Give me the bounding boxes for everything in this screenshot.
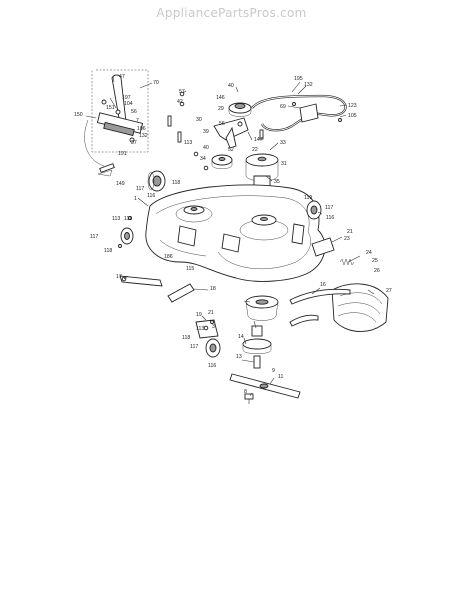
label-117a: 117 — [136, 186, 144, 192]
label-56b: 56 — [219, 121, 225, 127]
label-117b: 117 — [325, 205, 333, 211]
mower-deck-housing — [145, 184, 326, 282]
blade-bolt — [244, 393, 254, 404]
label-19: 19 — [196, 312, 202, 318]
label-1: 1 — [134, 196, 137, 202]
label-22: 22 — [252, 147, 258, 153]
label-118b: 118 — [104, 248, 112, 254]
label-118a: 118 — [172, 180, 180, 186]
gauge-wheel-left — [120, 227, 134, 245]
label-9: 9 — [272, 368, 275, 374]
idler-pulley-left — [147, 170, 166, 192]
part-labels: 70 47 197 151 104 56 150 7 106 132 37 19… — [74, 74, 392, 395]
label-195: 195 — [294, 76, 303, 82]
label-42: 42 — [177, 99, 183, 105]
label-13: 13 — [236, 354, 242, 360]
label-150: 150 — [74, 112, 83, 118]
label-47: 47 — [119, 74, 125, 80]
label-186: 186 — [164, 254, 173, 260]
label-21: 21 — [347, 229, 353, 235]
label-29: 29 — [218, 106, 224, 112]
label-7: 7 — [136, 118, 139, 124]
label-113a: 113 — [184, 140, 192, 146]
label-17: 17 — [116, 274, 122, 280]
label-104: 104 — [124, 101, 133, 107]
label-147: 147 — [254, 137, 263, 143]
label-27: 27 — [386, 288, 392, 294]
label-16: 16 — [320, 282, 326, 288]
label-113c: 113 — [196, 326, 204, 332]
label-116c: 116 — [208, 363, 216, 369]
label-3: 3 — [212, 324, 215, 330]
blade-spindle — [242, 325, 272, 369]
label-113b: 113 — [112, 216, 120, 222]
label-26: 26 — [374, 268, 380, 274]
stabilizer-bar-17 — [119, 275, 163, 287]
chute-rod — [289, 288, 351, 327]
label-8: 8 — [244, 389, 247, 395]
label-117d: 117 — [190, 344, 198, 350]
label-132b: 132 — [304, 82, 313, 88]
label-118c: 118 — [182, 335, 190, 341]
watermark: AppliancePartsPros.com — [156, 6, 307, 20]
label-40: 40 — [228, 83, 234, 89]
label-33: 33 — [280, 140, 286, 146]
label-111: 111 — [124, 216, 132, 222]
label-105: 105 — [348, 113, 357, 119]
lift-cable — [84, 119, 115, 177]
label-23: 23 — [344, 236, 350, 242]
hardware — [118, 91, 342, 324]
label-37: 37 — [131, 140, 137, 146]
label-21b: 21 — [208, 310, 214, 316]
label-52: 52 — [228, 147, 234, 153]
top-pulley-center — [211, 154, 233, 169]
stabilizer-bracket-18 — [167, 283, 195, 303]
label-39: 39 — [203, 129, 209, 135]
label-116a: 116 — [147, 193, 155, 199]
label-106: 106 — [137, 126, 146, 132]
label-34: 34 — [200, 156, 206, 162]
label-115: 115 — [186, 266, 194, 272]
label-11: 11 — [278, 374, 283, 380]
top-pulley-146 — [228, 102, 252, 117]
gauge-wheel-right — [306, 200, 322, 220]
label-151: 151 — [106, 105, 115, 111]
label-25: 25 — [372, 258, 378, 264]
drive-belt — [251, 94, 347, 132]
label-191: 191 — [118, 151, 127, 157]
spindle-housing — [245, 295, 279, 321]
label-117c: 117 — [90, 234, 98, 240]
label-30: 30 — [196, 117, 202, 123]
lift-lever-assembly — [91, 69, 149, 153]
label-14: 14 — [238, 334, 244, 340]
spring — [339, 258, 355, 266]
label-24: 24 — [366, 250, 372, 256]
label-149: 149 — [116, 181, 125, 187]
label-18: 18 — [210, 286, 216, 292]
label-69: 69 — [280, 104, 286, 110]
bracket-right — [311, 237, 335, 257]
label-57: 57 — [179, 89, 185, 95]
label-31: 31 — [281, 161, 287, 167]
wheel-bracket — [195, 319, 219, 339]
label-132: 132 — [139, 133, 148, 139]
label-35: 35 — [274, 179, 280, 185]
label-146: 146 — [216, 95, 225, 101]
label-56: 56 — [131, 109, 137, 115]
leader-lines — [85, 75, 375, 397]
idler-bracket — [213, 117, 249, 149]
label-116b: 116 — [326, 215, 334, 221]
label-119: 119 — [304, 195, 312, 201]
label-123: 123 — [348, 103, 357, 109]
mower-blade — [229, 373, 301, 399]
discharge-chute — [331, 283, 389, 332]
label-197: 197 — [122, 95, 131, 101]
label-40b: 40 — [203, 145, 209, 151]
gauge-wheel-lower — [205, 338, 221, 358]
label-70: 70 — [153, 80, 159, 86]
